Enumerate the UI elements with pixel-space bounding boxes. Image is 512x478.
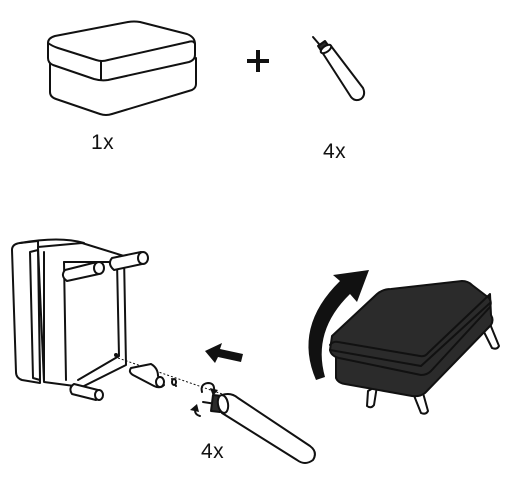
furniture-leg-icon — [202, 393, 316, 464]
arrow-left-icon — [205, 343, 243, 363]
flipped-ottoman-icon — [11, 238, 149, 401]
leg-attach-icon — [117, 357, 229, 397]
ottoman-quantity: 1x — [91, 131, 115, 154]
furniture-leg-icon — [312, 36, 366, 102]
plus-icon — [247, 50, 269, 72]
ottoman-icon — [47, 20, 197, 116]
legs-quantity: 4x — [323, 140, 347, 163]
ottoman-icon — [329, 280, 500, 415]
rotate-arrow-icon — [190, 382, 218, 417]
legs-quantity-step2: 4x — [201, 440, 225, 463]
flip-arrow-icon — [308, 270, 369, 380]
